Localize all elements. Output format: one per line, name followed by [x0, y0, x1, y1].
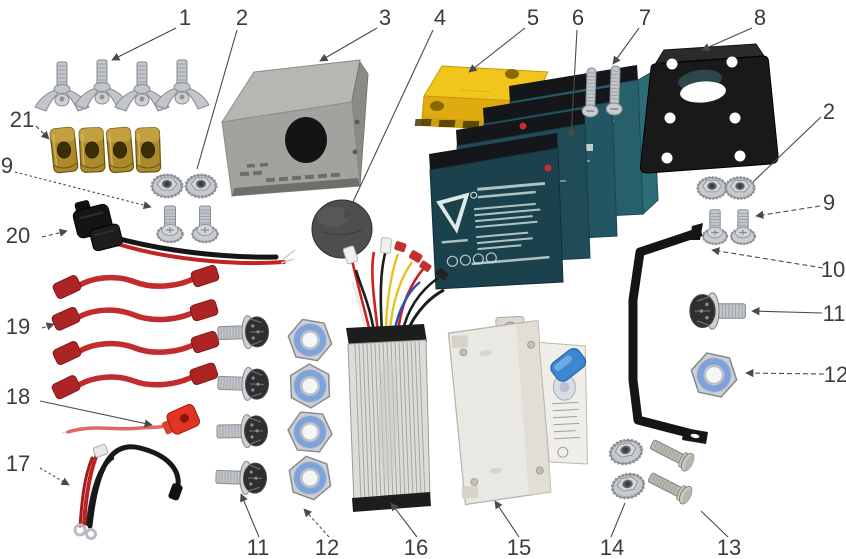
callout-2-top: 2 [235, 5, 249, 30]
callout-14: 14 [599, 535, 625, 559]
part-18-fuse-wire [61, 404, 201, 435]
part-3-metal-cover [220, 59, 369, 197]
callout-18: 18 [5, 384, 31, 409]
part-12-lock-nut-right [687, 351, 740, 400]
callout-11-bottom: 11 [246, 535, 270, 559]
part-15-circuit-breaker [447, 315, 588, 506]
callout-9-right: 9 [822, 190, 836, 215]
callout-11-right: 11 [822, 301, 846, 326]
part-14-flange-nuts [606, 435, 648, 503]
leader-lines [14, 27, 825, 538]
controller-wire-harness [342, 237, 449, 335]
part-9-flange-bolts-left [156, 204, 219, 244]
callout-10: 10 [820, 257, 846, 282]
callout-7: 7 [638, 5, 652, 30]
callout-3: 3 [378, 5, 392, 30]
callout-13: 13 [716, 535, 742, 559]
part-19-jumper-wires [51, 264, 220, 400]
callout-12-bottom: 12 [314, 535, 340, 559]
breaker-toggle-lever [550, 347, 587, 382]
part-21-u-clips [49, 126, 162, 174]
callout-1-top: 1 [178, 5, 192, 30]
callout-19: 19 [5, 314, 31, 339]
part-20-charging-port [72, 200, 296, 265]
part-8-mounting-bracket [639, 43, 779, 174]
part-11-flange-bolts-column [214, 314, 270, 496]
part-9-flange-bolts-right [701, 208, 757, 246]
part-10-battery-strap [628, 223, 708, 444]
part-4-rubber-plug [311, 199, 373, 259]
part-2-flange-nuts-left [150, 173, 218, 199]
part-1-wing-bolts [34, 59, 210, 112]
callout-5: 5 [526, 5, 540, 30]
callout-21: 21 [9, 107, 35, 132]
callout-16: 16 [403, 535, 429, 559]
part-17-battery-cable [73, 443, 183, 540]
callout-4: 4 [433, 5, 447, 30]
battery-label [436, 181, 550, 267]
part-6-battery-pack [429, 65, 659, 290]
callout-12-right: 12 [823, 362, 846, 387]
part-12-lock-nuts-column [282, 317, 339, 503]
callout-2-right: 2 [822, 99, 836, 124]
part-11-flange-bolt-right [689, 292, 747, 330]
callout-8: 8 [753, 5, 767, 30]
part-13-screws [645, 435, 698, 507]
callout-17: 17 [5, 451, 31, 476]
callout-15: 15 [506, 535, 532, 559]
callout-20: 20 [5, 223, 31, 248]
callout-9-left: 9 [0, 153, 14, 178]
part-16-controller [342, 237, 449, 512]
part-2-flange-nuts-right [696, 176, 756, 200]
callout-6: 6 [571, 5, 585, 30]
